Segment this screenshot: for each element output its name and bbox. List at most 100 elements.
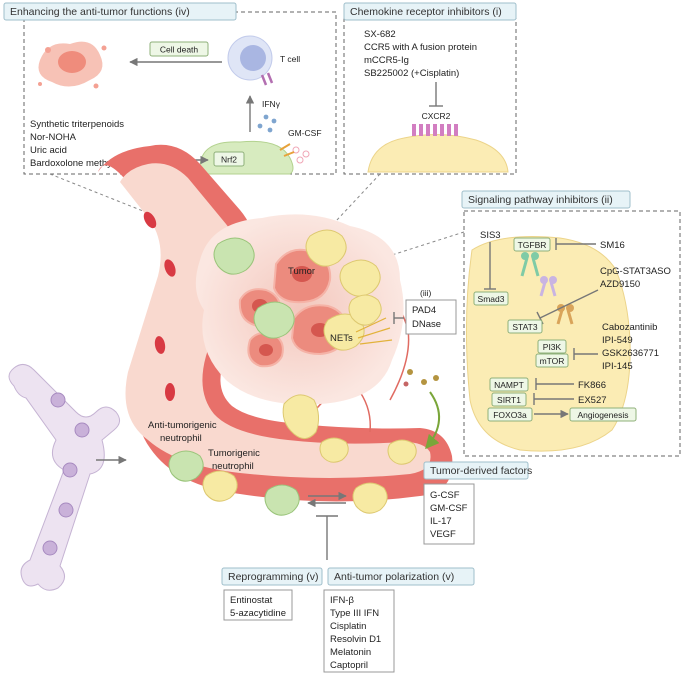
chemokine-drug-1: SX-682: [364, 29, 396, 40]
cell-death-box: [149, 41, 209, 57]
sis3-label: SIS3: [480, 230, 501, 241]
smad3-box: [473, 291, 509, 306]
panel-antitumor: Enhancing the anti-tumor functions (iv) …: [3, 2, 337, 175]
pi3k-box: [537, 339, 567, 354]
panel-connectors: [49, 173, 465, 263]
bone-marrow: [8, 364, 120, 591]
dying-tumor-cell: [38, 41, 107, 89]
mtor-label: mTOR: [540, 356, 565, 366]
polarization-header: [327, 567, 475, 586]
angiogenesis-label: Angiogenesis: [577, 410, 628, 420]
nets-label: NETs: [330, 333, 353, 344]
pi3k-drug-4: IPI-145: [602, 361, 633, 372]
antitumor-drug-2: Nor-NOHA: [30, 132, 77, 143]
antitumor-drug-3: Uric acid: [30, 145, 67, 156]
antitumor-drug-4: Bardoxolone methyl: [30, 158, 114, 169]
panel-antitumor-header: [3, 2, 237, 21]
nets-panel-label: (iii): [420, 288, 431, 298]
tumor-factor-4: VEGF: [430, 529, 456, 540]
foxo3a-box: [487, 407, 533, 422]
gmcsf-dots: [292, 146, 310, 164]
nrf2-label: Nrf2: [221, 155, 237, 165]
ifn-label: IFNγ: [262, 99, 281, 109]
reprogramming-item-2: 5-azacytidine: [230, 608, 286, 619]
cxcr2-label: CXCR2: [422, 111, 451, 121]
stat3-inhibit-line: [539, 289, 599, 319]
tumor-label: Tumor: [288, 266, 315, 277]
antitumor-drug-1: Synthetic triterpenoids: [30, 119, 124, 130]
polarization-item-6: Captopril: [330, 660, 368, 671]
reprogramming-box: [223, 589, 293, 621]
nampt-box: [489, 377, 529, 392]
tumorigenic-neutrophil-label-1: Tumorigenic: [208, 448, 260, 459]
tumor-factors-box: [423, 483, 475, 545]
red-blood-cells: [143, 211, 176, 401]
cell-death-label: Cell death: [160, 45, 199, 55]
sirt1-label: SIRT1: [497, 395, 521, 405]
tgfbr-label: TGFBR: [518, 240, 547, 250]
reprogramming-title: Reprogramming (v): [228, 571, 318, 583]
anti-neutrophil-label-2: neutrophil: [160, 433, 202, 444]
mtor-box: [535, 353, 569, 368]
stat3-box: [507, 319, 543, 334]
polarization-item-2: Type III IFN: [330, 608, 379, 619]
tumor-neutrophils: [213, 229, 382, 351]
polarization-item-1: IFN-β: [330, 595, 354, 606]
t-cell: [227, 35, 274, 86]
polarization-box: [323, 589, 395, 673]
anti-neutrophil-label-1: Anti-tumorigenic: [148, 420, 217, 431]
tumor-factors-title: Tumor-derived factors: [430, 465, 532, 477]
nets-drug-2: DNase: [412, 319, 441, 330]
sm16-label: SM16: [600, 240, 625, 251]
polarization-title: Anti-tumor polarization (v): [334, 571, 454, 583]
foxo3a-label: FOXO3a: [493, 410, 527, 420]
gmcsf-label: GM-CSF: [288, 128, 322, 138]
tumor-factor-2: GM-CSF: [430, 503, 468, 514]
panel-antitumor-title: Enhancing the anti-tumor functions (iv): [10, 6, 190, 18]
ifn-dots: [257, 114, 277, 133]
pi3k-drug-1: Cabozantinib: [602, 322, 657, 333]
panel-chemokine-header: [343, 2, 517, 21]
panel-chemokine-title: Chemokine receptor inhibitors (i): [350, 6, 502, 18]
pi3k-drug-2: IPI-549: [602, 335, 633, 346]
nets-drug-1: PAD4: [412, 305, 436, 316]
tumor-factor-3: IL-17: [430, 516, 452, 527]
panel-signaling: Signaling pathway inhibitors (ii) SIS3 T…: [461, 190, 681, 457]
tumorigenic-neutrophil-label-2: neutrophil: [212, 461, 254, 472]
tgfbr-box: [513, 237, 551, 252]
factors-arrow: [425, 391, 441, 450]
sirt1-box: [491, 392, 527, 407]
blood-vessel: [98, 144, 453, 502]
tumor-factor-1: G-CSF: [430, 490, 460, 501]
tumor-factors-header: [423, 461, 529, 480]
polarization-item-5: Melatonin: [330, 647, 371, 658]
polarization-item-4: Resolvin D1: [330, 634, 381, 645]
chemokine-drug-4: SB225002 (+Cisplatin): [364, 68, 459, 79]
fk866-label: FK866: [578, 380, 606, 391]
panel-chemokine: Chemokine receptor inhibitors (i) SX-682…: [343, 2, 517, 175]
chemokine-drug-2: CCR5 with A fusion protein: [364, 42, 477, 53]
reprogramming-item-1: Entinostat: [230, 595, 273, 606]
cxcr2-neutrophil: [367, 124, 509, 173]
extravasating-neutrophil: [282, 394, 320, 439]
panel-signaling-title: Signaling pathway inhibitors (ii): [468, 194, 613, 206]
stat3-drug-2: AZD9150: [600, 279, 640, 290]
polarization-item-3: Cisplatin: [330, 621, 366, 632]
angiogenesis-box: [569, 407, 637, 422]
pi3k-label: PI3K: [543, 342, 562, 352]
stat3-label: STAT3: [512, 322, 537, 332]
nampt-label: NAMPT: [494, 380, 524, 390]
receptors: [520, 252, 574, 325]
nets-fibers: [355, 317, 393, 345]
reprogramming-header: [221, 567, 323, 586]
stat3-drug-1: CpG-STAT3ASO: [600, 266, 671, 277]
pi3k-drug-3: GSK2636771: [602, 348, 659, 359]
nrf2-box: [213, 151, 245, 167]
panel-signaling-frame: [463, 210, 681, 457]
factor-dots: [403, 369, 439, 387]
chemokine-drug-3: mCCR5-Ig: [364, 55, 409, 66]
panel-signaling-header: [461, 190, 631, 209]
smad3-label: Smad3: [478, 294, 505, 304]
vessel-neutrophils: [168, 437, 417, 516]
